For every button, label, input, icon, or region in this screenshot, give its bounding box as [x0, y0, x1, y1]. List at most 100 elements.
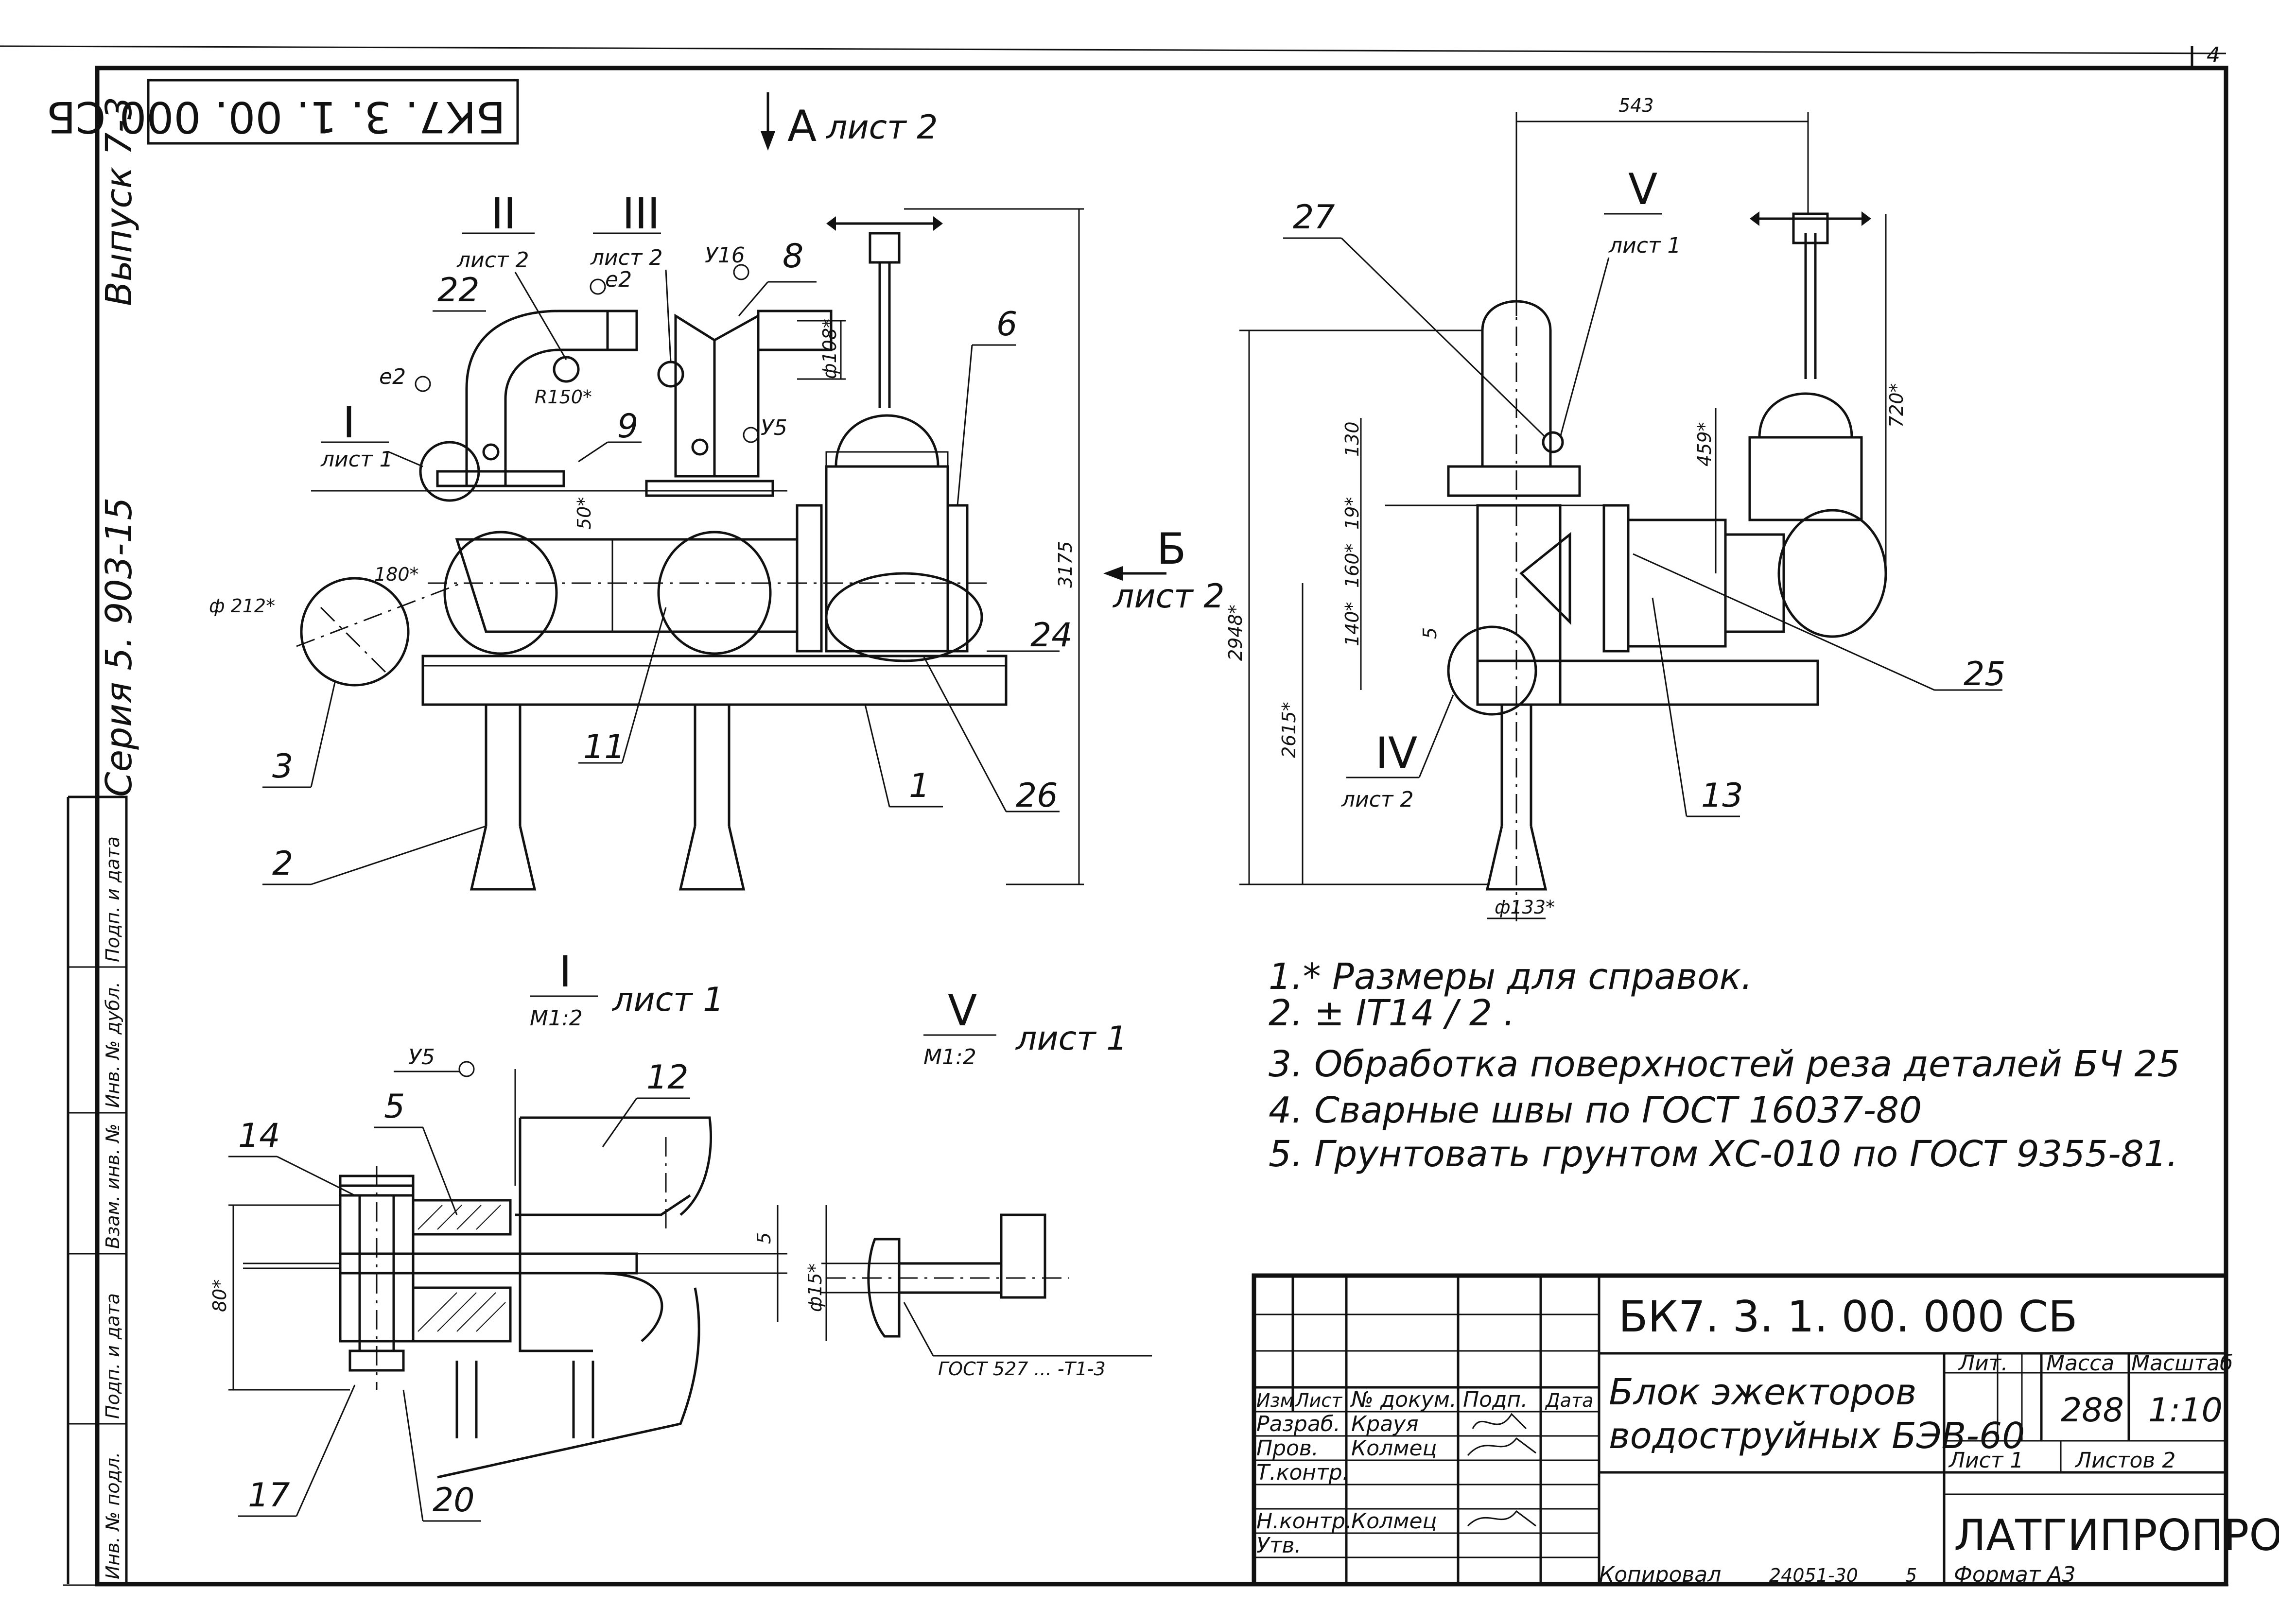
dim-5-side: 5: [1419, 627, 1441, 639]
note-1: 1.* Размеры для справок.: [1269, 956, 1753, 998]
sec-III-ref: лист 2: [590, 245, 663, 270]
footer-copy-no: 24051-30: [1769, 1565, 1858, 1586]
det-pos-12: 12: [646, 1058, 689, 1097]
detail-V-scale: М1:2: [923, 1045, 976, 1070]
pos-8: 8: [783, 237, 803, 276]
detail-V-num: V: [948, 985, 977, 1036]
view-a-marker: А лист 2: [761, 92, 938, 151]
tb-row-prov: Пров.: [1256, 1436, 1319, 1461]
tb-row-nkontr: Н.контр.: [1256, 1509, 1352, 1534]
sec-V-num: V: [1628, 164, 1657, 214]
sec-I-ref: лист 1: [320, 447, 393, 472]
tb-mass-hdr: Масса: [2046, 1351, 2114, 1376]
tb-hdr-izm: Изм: [1256, 1390, 1294, 1411]
pos-13: 13: [1701, 777, 1743, 815]
tb-org: ЛАТГИПРОПРОМ: [1954, 1510, 2279, 1560]
sec-IV-ref: лист 2: [1341, 787, 1414, 812]
side-view: [1385, 211, 1887, 923]
dim-r150: R150*: [535, 386, 592, 408]
pos-11: 11: [583, 728, 626, 766]
dim-140: 140*: [1341, 602, 1363, 646]
view-a-ref: лист 2: [825, 108, 938, 147]
tb-mass: 288: [2061, 1391, 2124, 1430]
tb-row-tkontr: Т.контр.: [1256, 1460, 1349, 1485]
footer-format: Формат А3: [1954, 1562, 2076, 1587]
pos-1: 1: [909, 767, 930, 805]
tb-hdr-date: Дата: [1545, 1390, 1593, 1411]
pos-9: 9: [617, 407, 638, 446]
sec-I-num: I: [343, 397, 355, 448]
footer: Копировал 24051-30 5 Формат А3: [1599, 1562, 2076, 1587]
gost-label: ГОСТ 527 ... -Т1-3: [938, 1358, 1106, 1380]
dim-d108: ф108*: [819, 319, 840, 379]
tb-title-2: водоструйных БЭВ-60: [1609, 1415, 2025, 1457]
tb-sheet: Лист 1: [1948, 1448, 2023, 1473]
pos-26: 26: [1016, 777, 1058, 815]
detail-I-scale: М1:2: [530, 1006, 583, 1031]
note-5: 5. Грунтовать грунтом ХС-010 по ГОСТ 935…: [1269, 1133, 2178, 1175]
dim-d212: ф 212*: [209, 595, 275, 617]
footer-num: 5: [1905, 1565, 1917, 1586]
tb-sheets: Листов 2: [2074, 1448, 2175, 1473]
notes: 1.* Размеры для справок. 2. ± IT14 / 2 .…: [1269, 956, 2180, 1175]
tb-name-prov: Колмец: [1351, 1436, 1437, 1461]
det-pos-14: 14: [238, 1117, 280, 1155]
note-4: 4. Сварные швы по ГОСТ 16037-80: [1269, 1089, 1922, 1131]
dim-19: 19*: [1341, 497, 1363, 530]
signature-razrab: [1472, 1413, 1527, 1430]
sec-IV-num: IV: [1375, 728, 1417, 778]
weld-u5-a: У5: [761, 415, 787, 440]
detail-I-ref: лист 1: [611, 981, 724, 1019]
sec-III-num: III: [622, 189, 660, 239]
front-view-dimensions: 3175 ф108* R150* 50* 180* ф 212*: [209, 208, 1084, 885]
dim-2948: 2948*: [1225, 605, 1246, 661]
dim-3175: 3175: [1055, 541, 1076, 588]
tb-name-nkontr: Колмец: [1351, 1509, 1437, 1534]
dim-543: 543: [1618, 95, 1654, 116]
pos-2: 2: [272, 845, 293, 883]
dim-50: 50*: [574, 497, 595, 530]
series-label: Серия 5. 903-15: [98, 497, 140, 797]
dim-5-detail: 5: [753, 1232, 775, 1244]
tb-code: БК7. 3. 1. 00. 000 СБ: [1618, 1292, 2077, 1342]
issue-label: Выпуск 7-3: [98, 97, 140, 306]
tb-hdr-sign: Подп.: [1463, 1387, 1528, 1412]
dim-2615: 2615*: [1278, 702, 1300, 758]
stamp-podp-2: Подп. и дата: [102, 1293, 123, 1419]
tb-scale: 1:10: [2148, 1391, 2223, 1430]
tb-scale-hdr: Масштаб: [2131, 1351, 2233, 1376]
top-code: БК7. 3. 1. 00. 000 СБ: [47, 92, 505, 142]
detail-V: V М1:2 лист 1 ф15* ГОСТ 527 ... -Т1-3: [804, 985, 1152, 1380]
tb-title-1: Блок эжекторов: [1609, 1371, 1916, 1413]
sec-V-ref: лист 1: [1608, 233, 1681, 258]
dim-130: 130: [1341, 421, 1363, 457]
view-b-letter: Б: [1157, 524, 1186, 574]
sec-II-num: II: [491, 189, 516, 239]
dim-459: 459*: [1694, 422, 1715, 466]
pos-22: 22: [437, 271, 480, 310]
top-code-stamp: БК7. 3. 1. 00. 000 СБ: [47, 79, 519, 145]
footer-copied: Копировал: [1599, 1562, 1721, 1587]
detail-I-num: I: [559, 947, 572, 997]
dim-d15: ф15*: [804, 1263, 826, 1312]
note-2: 2. ± IT14 / 2 .: [1269, 992, 1515, 1034]
det-pos-20: 20: [433, 1481, 475, 1520]
pos-25: 25: [1964, 655, 2006, 693]
pos-24: 24: [1030, 616, 1073, 655]
signature-nkontr: [1467, 1510, 1536, 1527]
sheet-number: 4: [2207, 43, 2220, 68]
title-block: БК7. 3. 1. 00. 000 СБ Блок эжекторов вод…: [1252, 1273, 2279, 1587]
pos-27: 27: [1293, 198, 1335, 237]
stamp-inv-podl: Инв. № подл.: [102, 1452, 123, 1579]
dim-80: 80*: [209, 1279, 230, 1312]
signature-prov: [1467, 1437, 1536, 1456]
pos-6: 6: [996, 305, 1017, 344]
dim-160: 160*: [1341, 543, 1363, 588]
dim-a80: 180*: [374, 564, 419, 585]
det-pos-5: 5: [384, 1088, 405, 1126]
side-view-labels: 27 V лист 1 25 13 IV лист 2: [1283, 164, 2006, 817]
side-strip: Выпуск 7-3 Серия 5. 903-15 Подп. и дата …: [67, 97, 140, 1586]
weld-e2-a: е2: [605, 267, 632, 292]
weld-u16: У16: [705, 243, 745, 268]
